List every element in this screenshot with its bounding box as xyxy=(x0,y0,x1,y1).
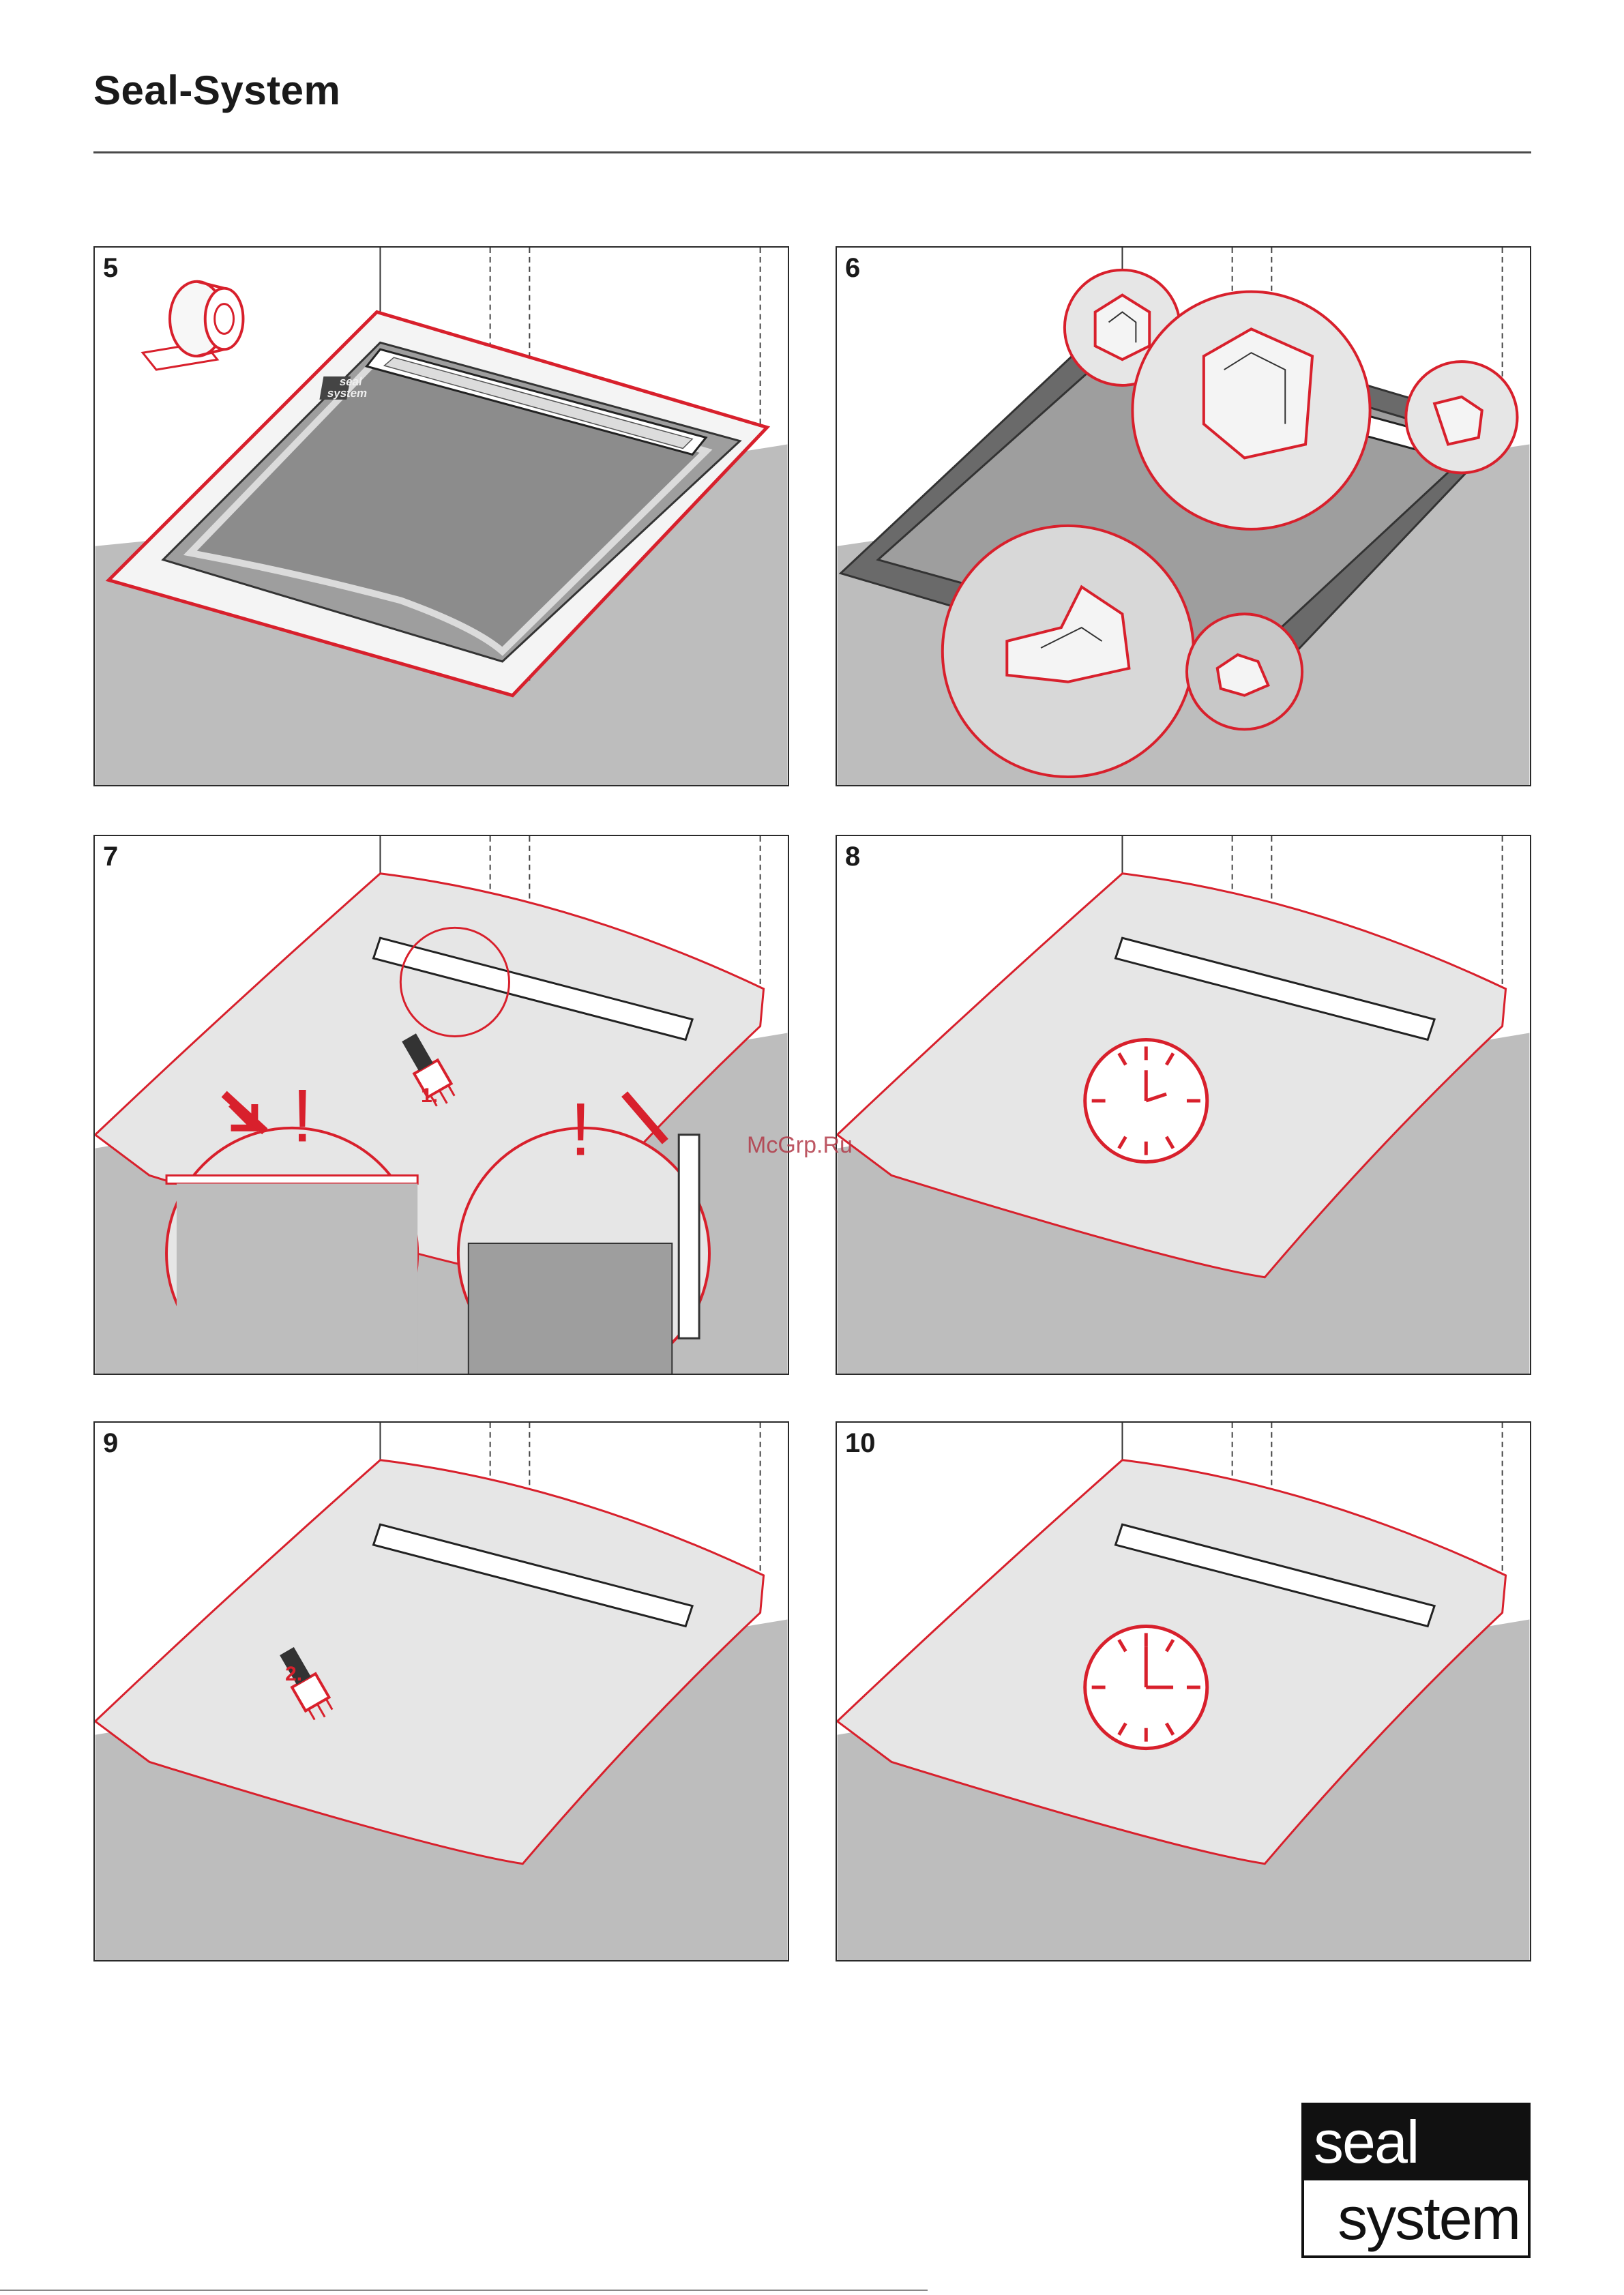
warning-mark-left: ! xyxy=(292,1075,312,1158)
step-label: 1. xyxy=(421,1084,438,1107)
step-9-panel: 9 2. xyxy=(93,1421,789,1961)
step-10-illustration xyxy=(837,1423,1530,1960)
step-10-panel: 10 xyxy=(836,1421,1531,1961)
step-number: 6 xyxy=(845,253,860,284)
step-number: 7 xyxy=(103,842,118,872)
watermark: McGrp.Ru xyxy=(747,1132,853,1159)
step-number: 5 xyxy=(103,253,118,284)
seal-system-logo: seal system xyxy=(1301,2103,1531,2258)
page-title: Seal-System xyxy=(93,67,340,114)
step-5-panel: 5 seal system xyxy=(93,246,789,786)
step-8-panel: 8 xyxy=(836,835,1531,1375)
step-6-panel: 6 xyxy=(836,246,1531,786)
clock-icon xyxy=(1085,1039,1207,1161)
warning-mark-right: ! xyxy=(570,1089,591,1172)
step-number: 8 xyxy=(845,842,860,872)
step-5-illustration: seal system xyxy=(95,248,788,785)
drain-tile-text-2: system xyxy=(326,387,368,400)
clock-icon xyxy=(1085,1626,1207,1748)
step-label: 2. xyxy=(285,1663,302,1685)
logo-text-bottom: system xyxy=(1338,2185,1520,2253)
logo-text-top: seal xyxy=(1314,2108,1418,2176)
step-7-illustration: ! ! 1. xyxy=(95,836,788,1374)
step-9-illustration: 2. xyxy=(95,1423,788,1960)
step-6-illustration xyxy=(837,248,1530,785)
step-number: 9 xyxy=(103,1428,118,1459)
step-number: 10 xyxy=(845,1428,876,1459)
step-8-illustration xyxy=(837,836,1530,1374)
step-7-panel: 7 ! ! 1. xyxy=(93,835,789,1375)
title-divider xyxy=(93,151,1531,153)
footer-divider xyxy=(0,2290,928,2291)
